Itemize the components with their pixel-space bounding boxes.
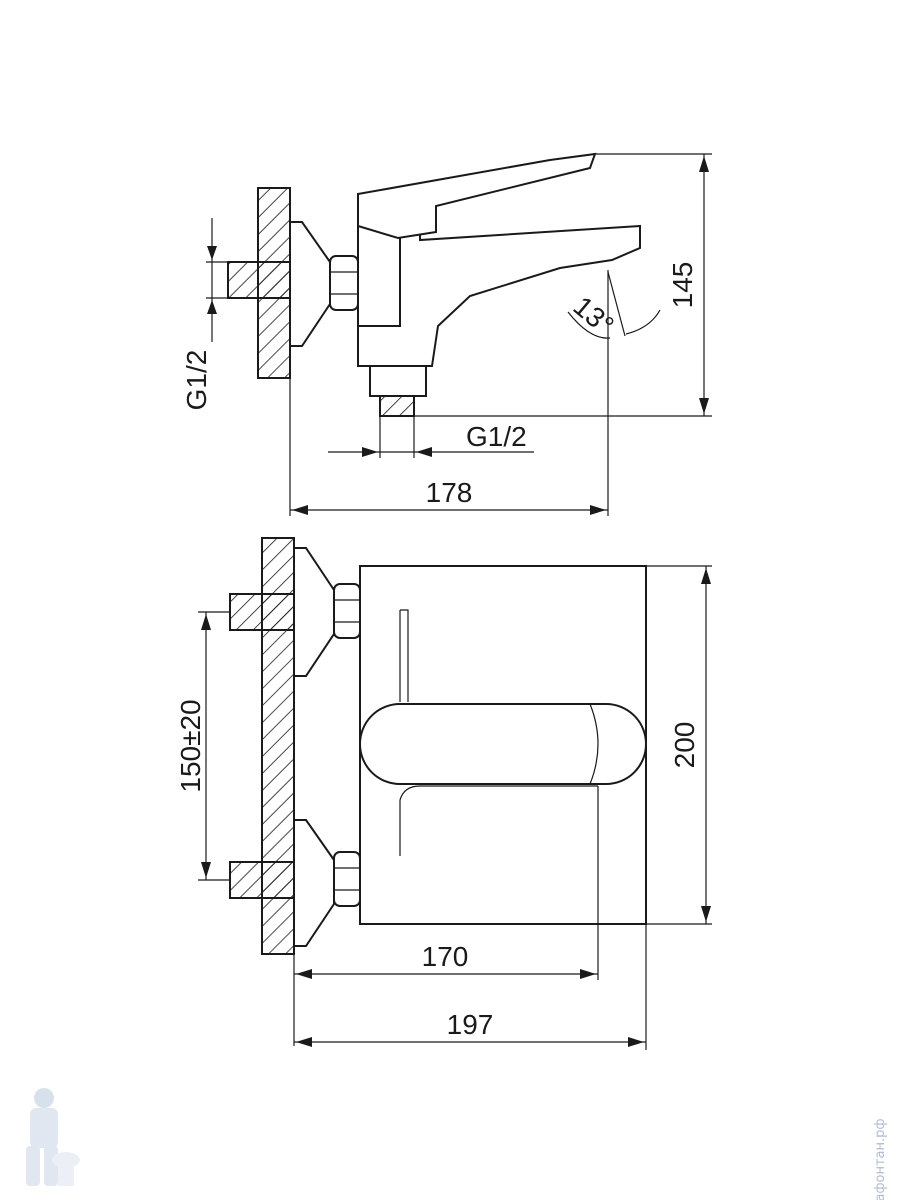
escutcheon-lower [293, 819, 335, 947]
angle-label: 13° [567, 290, 619, 341]
height-dim-top: 145 [667, 262, 698, 309]
front-view: 200 150±20 170 197 [175, 537, 712, 1050]
nut-lower [333, 851, 361, 907]
thread-left-dim: G1/2 [181, 350, 212, 411]
top-view: 13° 145 G1/2 G1/2 178 [181, 152, 712, 516]
center-distance-dim: 150±20 [175, 699, 206, 792]
plumber-logo [26, 1088, 80, 1186]
width-outer-dim: 197 [447, 1009, 494, 1040]
escutcheon-top [289, 221, 331, 347]
watermark-text: афонтан.рф [873, 1118, 888, 1200]
height-dim-front: 200 [669, 722, 700, 769]
outlet-collar-top [369, 365, 427, 397]
thread-bottom-dim: G1/2 [466, 421, 527, 452]
outlet-thread-top [379, 395, 415, 417]
inlet-upper [229, 593, 295, 631]
width-inner-dim: 170 [422, 941, 469, 972]
lever-top [357, 152, 597, 240]
cartridge-top [357, 225, 401, 327]
width-dim-top: 178 [426, 477, 473, 508]
lever-front [359, 703, 647, 785]
inlet-thread-top [227, 261, 291, 299]
escutcheon-upper [293, 547, 335, 677]
nut-upper [333, 583, 361, 639]
nut-top [329, 255, 359, 311]
inlet-lower [229, 861, 295, 899]
